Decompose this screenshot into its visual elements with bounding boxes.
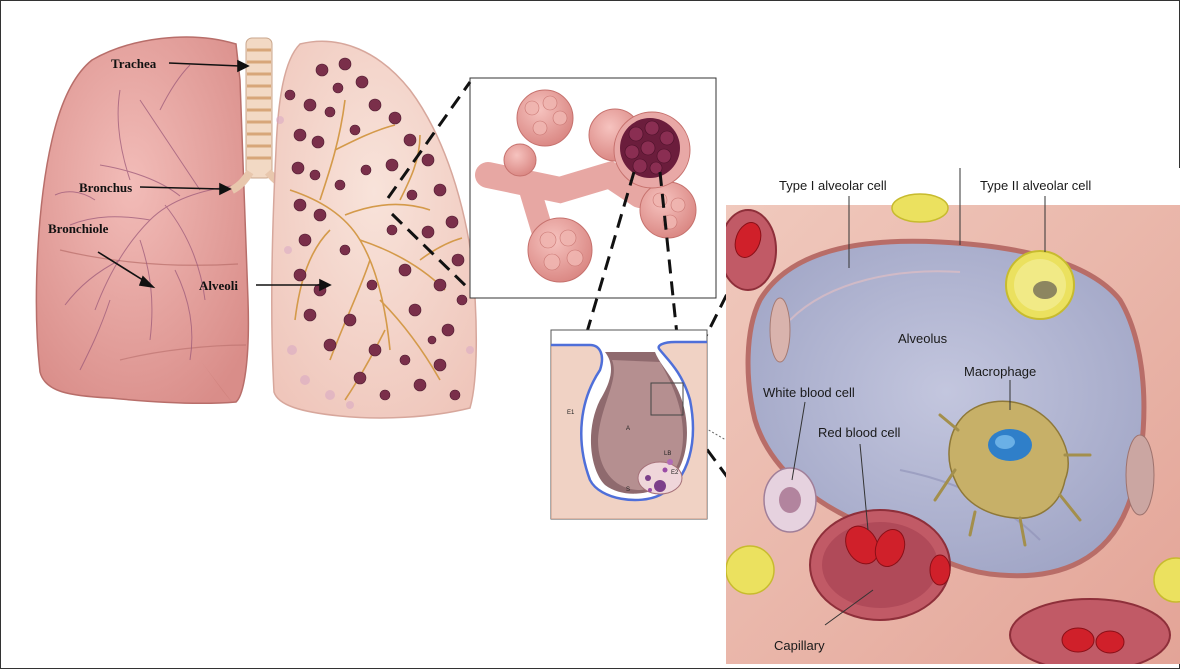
red-blood-cell-label: Red blood cell [818,425,900,440]
sac-label-s: S [626,487,630,493]
bronchus-label: Bronchus [79,180,132,195]
type2-cell-label: Type II alveolar cell [980,178,1091,193]
alveolar-cluster-inset [470,78,716,298]
capillary-label: Capillary [774,638,825,653]
right-lung [272,41,476,418]
bronchiole-label: Bronchiole [48,221,109,236]
sac-label-a: A [626,426,630,432]
sac-label-lb: LB [664,451,671,457]
sac-label-e1: E1 [567,410,575,416]
alveoli-label: Alveoli [199,278,238,293]
sac-label-e2: E2 [671,470,679,476]
alveolus-label: Alveolus [898,331,948,346]
macrophage-label: Macrophage [964,364,1036,379]
alveolar-sac-section: A E1 E2 LB S [551,330,707,519]
type1-cell-label: Type I alveolar cell [779,178,887,193]
alveolus-detail-panel: Type I alveolar cell Type II alveolar ce… [720,168,1180,669]
trachea-label: Trachea [111,56,157,71]
white-blood-cell-label: White blood cell [763,385,855,400]
